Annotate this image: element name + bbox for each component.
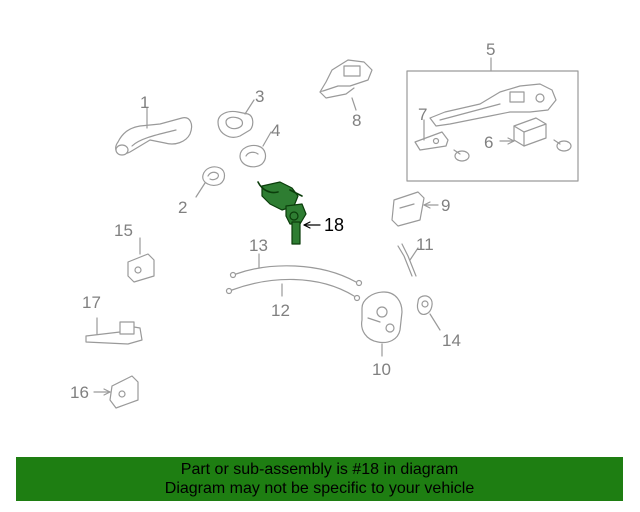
callout-13: 13: [249, 236, 268, 255]
callout-6: 6: [484, 133, 493, 152]
parts-diagram: 1 2 3 4 5 7 6: [70, 40, 579, 409]
part-15-hinge: [127, 237, 155, 283]
banner-line-2: Diagram may not be specific to your vehi…: [164, 480, 475, 497]
callout-16: 16: [70, 383, 89, 402]
callout-3: 3: [255, 87, 264, 106]
callout-1: 1: [140, 93, 149, 112]
part-2-pad: [195, 166, 226, 198]
callout-12: 12: [271, 301, 290, 320]
part-6-module: [499, 117, 547, 147]
banner-line-1: Part or sub-assembly is #18 in diagram: [180, 461, 459, 478]
part-17-check: [85, 317, 143, 345]
part-7-bracket: [414, 119, 449, 151]
part-9-cover: [391, 191, 439, 227]
callout-4: 4: [271, 121, 280, 140]
part-3-bezel: [217, 99, 255, 138]
callout-11: 11: [416, 235, 434, 254]
callout-5: 5: [486, 40, 495, 59]
callout-10: 10: [372, 360, 391, 379]
part-14-striker: [416, 295, 441, 331]
screw-right: [553, 139, 572, 152]
callout-8: 8: [352, 111, 361, 130]
part-18-highlighted: [257, 181, 321, 245]
part-4-cap: [239, 131, 272, 168]
part-10-latch: [361, 291, 403, 357]
part-8-inside-handle: [319, 59, 373, 111]
info-banner: Part or sub-assembly is #18 in diagram D…: [16, 457, 623, 501]
screw-left: [453, 149, 470, 162]
part-12-cable: [225, 278, 361, 302]
callout-2: 2: [178, 198, 187, 217]
part-13-cable: [229, 253, 363, 287]
part-5-box: [406, 70, 579, 182]
callout-9: 9: [441, 196, 450, 215]
callout-7: 7: [418, 105, 427, 124]
part-5-frame: [429, 83, 557, 127]
callout-14: 14: [442, 331, 461, 350]
part-1-outside-handle: [115, 107, 193, 156]
part-16-hinge: [93, 375, 139, 409]
part-11-rod: [397, 243, 419, 277]
callout-15: 15: [114, 221, 133, 240]
callout-17: 17: [82, 293, 101, 312]
callout-18: 18: [324, 215, 344, 235]
